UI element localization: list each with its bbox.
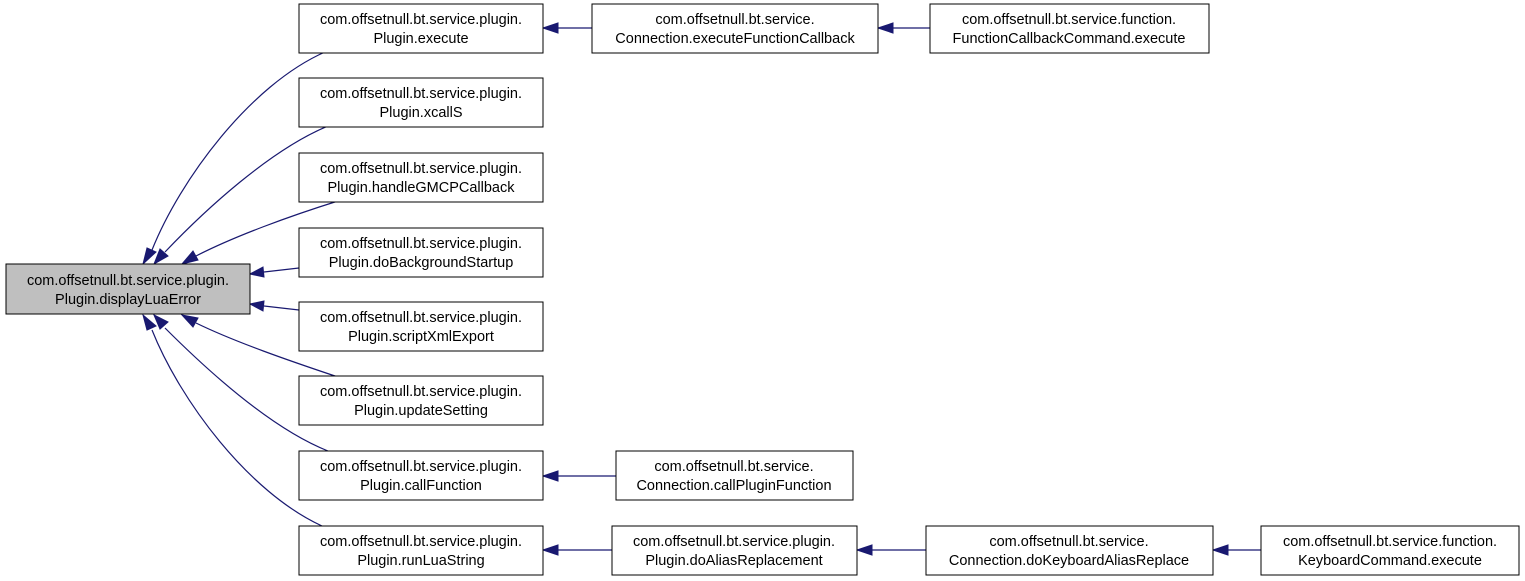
node-doalias-line1: com.offsetnull.bt.service.plugin. [633, 534, 835, 550]
node-root-line1: com.offsetnull.bt.service.plugin. [27, 273, 229, 289]
node-keyboardcmd-line2: KeyboardCommand.execute [1298, 553, 1482, 569]
node-callpluginfn[interactable]: com.offsetnull.bt.service. Connection.ca… [615, 450, 854, 501]
edge-callfunction-to-root [153, 313, 329, 452]
node-root[interactable]: com.offsetnull.bt.service.plugin. Plugin… [5, 263, 251, 315]
node-callpluginfn-line2: Connection.callPluginFunction [636, 478, 831, 494]
node-xcalls-line1: com.offsetnull.bt.service.plugin. [320, 86, 522, 102]
edge-execfncallback-to-execute [541, 22, 592, 34]
node-callfunction-line2: Plugin.callFunction [360, 478, 482, 494]
node-scriptxml-line2: Plugin.scriptXmlExport [348, 329, 494, 345]
node-updatesetting-line2: Plugin.updateSetting [354, 403, 488, 419]
edge-dokeyboardalias-to-doalias [855, 544, 926, 556]
node-scriptxml[interactable]: com.offsetnull.bt.service.plugin. Plugin… [298, 301, 544, 352]
node-dobackground-line1: com.offsetnull.bt.service.plugin. [320, 236, 522, 252]
edge-handlegmcp-to-root [180, 200, 339, 265]
node-dobackground-line2: Plugin.doBackgroundStartup [329, 255, 514, 271]
node-callfunction[interactable]: com.offsetnull.bt.service.plugin. Plugin… [298, 450, 544, 501]
node-handlegmcp-line1: com.offsetnull.bt.service.plugin. [320, 161, 522, 177]
node-callpluginfn-line1: com.offsetnull.bt.service. [654, 459, 813, 475]
edge-callpluginfn-to-callfunction [541, 470, 616, 482]
node-dokeyboardalias-line1: com.offsetnull.bt.service. [989, 534, 1148, 550]
node-fncallbackcmd[interactable]: com.offsetnull.bt.service.function. Func… [929, 3, 1210, 54]
node-doalias-line2: Plugin.doAliasReplacement [645, 553, 822, 569]
node-updatesetting-line1: com.offsetnull.bt.service.plugin. [320, 384, 522, 400]
node-handlegmcp-line2: Plugin.handleGMCPCallback [328, 180, 516, 196]
node-callfunction-line1: com.offsetnull.bt.service.plugin. [320, 459, 522, 475]
edge-fncallbackcmd-to-execfncallback [876, 22, 930, 34]
node-execfncallback-line1: com.offsetnull.bt.service. [655, 12, 814, 28]
edge-runluastring-to-root [142, 313, 323, 527]
node-runluastring-line1: com.offsetnull.bt.service.plugin. [320, 534, 522, 550]
node-xcalls-line2: Plugin.xcallS [379, 105, 462, 121]
node-fncallbackcmd-line2: FunctionCallbackCommand.execute [953, 31, 1186, 47]
node-runluastring[interactable]: com.offsetnull.bt.service.plugin. Plugin… [298, 525, 544, 576]
node-dokeyboardalias-line2: Connection.doKeyboardAliasReplace [949, 553, 1189, 569]
node-dokeyboardalias[interactable]: com.offsetnull.bt.service. Connection.do… [925, 525, 1214, 576]
edge-execute-to-root [142, 51, 326, 266]
node-runluastring-line2: Plugin.runLuaString [357, 553, 484, 569]
node-execute[interactable]: com.offsetnull.bt.service.plugin. Plugin… [298, 3, 544, 54]
node-handlegmcp[interactable]: com.offsetnull.bt.service.plugin. Plugin… [298, 152, 544, 203]
node-doalias[interactable]: com.offsetnull.bt.service.plugin. Plugin… [611, 525, 858, 576]
node-root-line2: Plugin.displayLuaError [55, 292, 201, 308]
edge-scriptxml-to-root [248, 300, 300, 312]
node-keyboardcmd[interactable]: com.offsetnull.bt.service.function. Keyb… [1260, 525, 1520, 576]
edge-updatesetting-to-root [180, 314, 339, 378]
node-updatesetting[interactable]: com.offsetnull.bt.service.plugin. Plugin… [298, 375, 544, 426]
node-dobackground[interactable]: com.offsetnull.bt.service.plugin. Plugin… [298, 227, 544, 278]
node-execfncallback[interactable]: com.offsetnull.bt.service. Connection.ex… [591, 3, 879, 54]
node-execute-line1: com.offsetnull.bt.service.plugin. [320, 12, 522, 28]
edge-keyboardcmd-to-dokeyboardalias [1211, 544, 1261, 556]
node-xcalls[interactable]: com.offsetnull.bt.service.plugin. Plugin… [298, 77, 544, 128]
node-keyboardcmd-line1: com.offsetnull.bt.service.function. [1283, 534, 1497, 550]
edge-doalias-to-runluastring [541, 544, 612, 556]
node-scriptxml-line1: com.offsetnull.bt.service.plugin. [320, 310, 522, 326]
node-execute-line2: Plugin.execute [373, 31, 468, 47]
edge-dobackground-to-root [248, 266, 300, 278]
node-execfncallback-line2: Connection.executeFunctionCallback [615, 31, 855, 47]
node-fncallbackcmd-line1: com.offsetnull.bt.service.function. [962, 12, 1176, 28]
edge-xcalls-to-root [153, 125, 329, 266]
